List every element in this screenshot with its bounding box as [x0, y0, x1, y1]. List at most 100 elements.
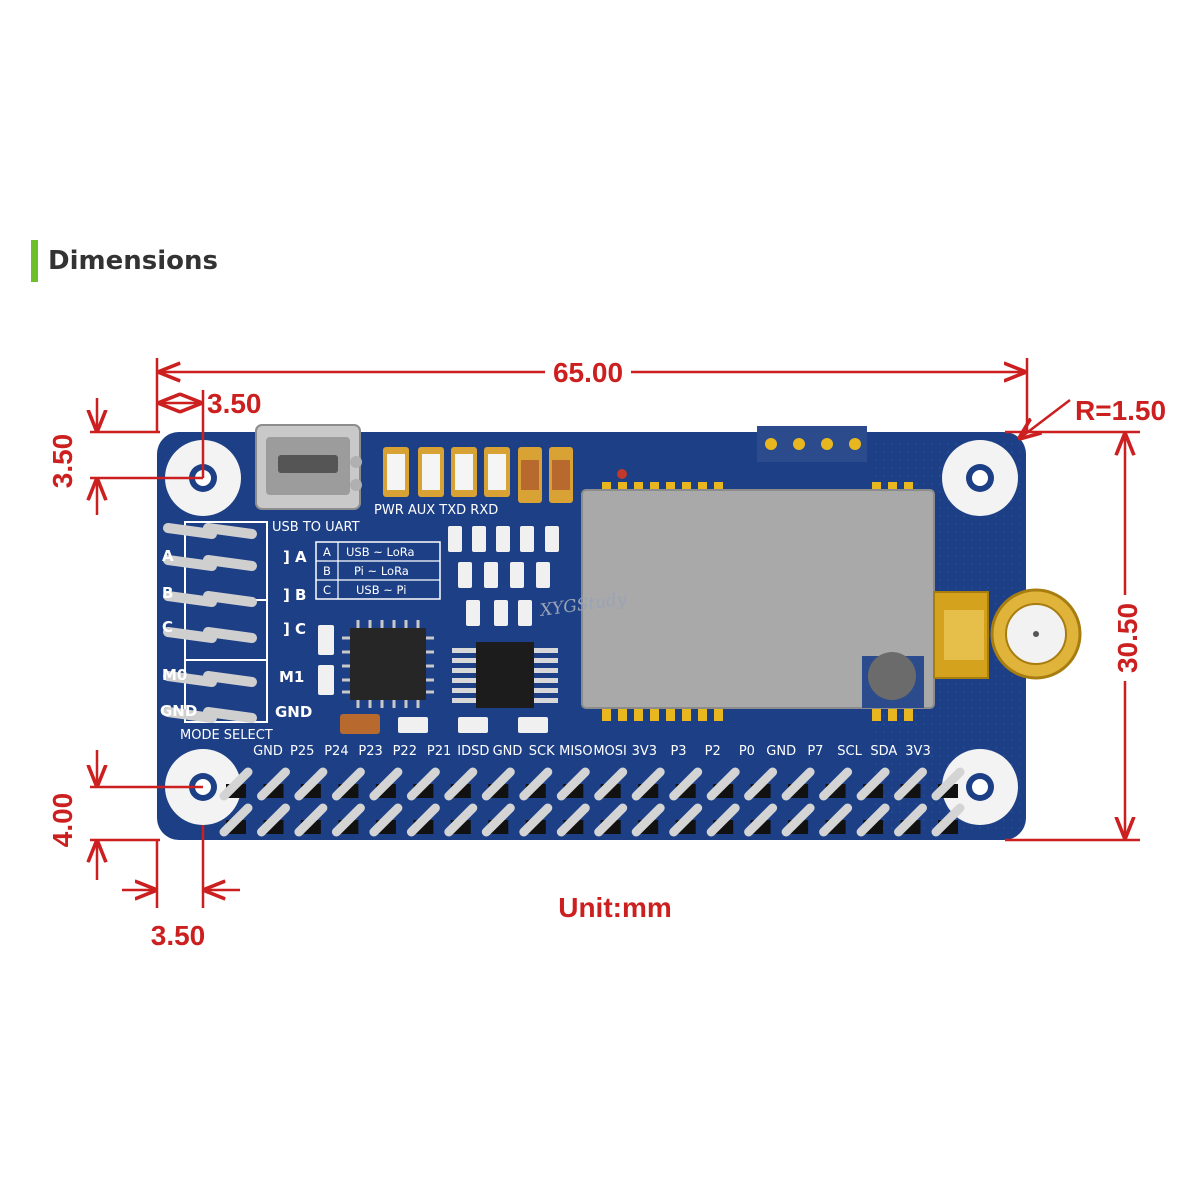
gpio-pin	[444, 803, 478, 837]
gpio-pin	[556, 767, 590, 801]
gpio-pin	[556, 803, 590, 837]
bracket-b: ]	[283, 586, 290, 604]
gpio-label: P3	[670, 744, 686, 759]
mode-bracket-labels: ] A ] B ] C M1 GND	[275, 548, 312, 721]
gpio-label: P0	[739, 744, 755, 759]
top-4pin-header	[757, 426, 867, 462]
capacitors	[518, 447, 573, 503]
hole-offset-top-y: 3.50	[47, 434, 78, 489]
pcb-board: USB TO UART PWR AUX TXD RXD	[157, 424, 1082, 840]
width-value: 65.00	[553, 357, 623, 388]
left-label-c: C	[162, 618, 173, 636]
micro-usb-connector	[255, 424, 362, 510]
mode-table-value-a: USB ~ LoRa	[346, 545, 415, 559]
gpio-label: SCK	[529, 744, 555, 759]
gpio-pin	[444, 767, 478, 801]
gpio-label: GND	[766, 744, 796, 759]
gpio-label: P21	[427, 744, 451, 759]
tantalum-capacitor	[340, 714, 380, 734]
pin-label-a: A	[295, 548, 307, 566]
mode-select-header	[163, 521, 268, 723]
gpio-pin	[856, 803, 890, 837]
gpio-label: P25	[290, 744, 314, 759]
left-label-gnd: GND	[160, 702, 197, 720]
bracket-c: ]	[283, 620, 290, 638]
gpio-label: MISO	[559, 744, 593, 759]
gpio-pin	[257, 767, 290, 801]
gpio-label: MOSI	[593, 744, 627, 759]
gpio-pin	[406, 803, 440, 837]
gpio-label: 3V3	[905, 744, 930, 759]
usb-to-uart-label: USB TO UART	[272, 520, 360, 535]
gpio-pin	[369, 767, 403, 801]
gpio-pin	[519, 803, 553, 837]
gpio-pin	[257, 803, 290, 837]
gpio-label: SDA	[870, 744, 897, 759]
mounting-hole-top-right	[942, 440, 1018, 516]
dimension-text: 65.00 3.50 3.50 4.00 3.50 30.50 R=1.50 U…	[47, 354, 1166, 951]
hole-offset-bottom-y: 4.00	[47, 793, 78, 848]
gpio-pin	[594, 803, 628, 837]
gpio-pin	[894, 803, 927, 837]
gpio-pin	[894, 767, 927, 801]
gpio-label: P24	[324, 744, 348, 759]
left-label-m0: M0	[162, 666, 187, 684]
gpio-pin	[294, 803, 328, 837]
gpio-pin	[856, 767, 890, 801]
gpio-pin	[669, 803, 703, 837]
sop-chip	[452, 642, 558, 708]
height-value: 30.50	[1112, 603, 1143, 673]
gpio-pin	[631, 767, 665, 801]
mode-table-value-b: Pi ~ LoRa	[354, 564, 409, 578]
mode-table-key-c: C	[323, 583, 331, 597]
smd-components	[318, 526, 559, 733]
gpio-pin	[594, 767, 628, 801]
gpio-pin	[331, 803, 365, 837]
gpio-pin	[819, 803, 853, 837]
gpio-pin-header	[219, 767, 965, 837]
left-label-a: A	[162, 547, 174, 565]
gpio-pin	[819, 767, 853, 801]
sma-antenna-connector	[933, 588, 1082, 680]
gpio-pin	[669, 767, 703, 801]
lora-module	[581, 469, 935, 721]
gpio-label: 3V3	[632, 744, 657, 759]
mode-table: A USB ~ LoRa B Pi ~ LoRa C USB ~ Pi	[315, 541, 441, 600]
radius-leader	[1020, 399, 1071, 438]
gpio-pin	[744, 767, 778, 801]
gpio-pin	[706, 767, 740, 801]
gpio-label: IDSD	[457, 744, 489, 759]
gpio-pin	[931, 803, 965, 837]
gpio-label: P7	[807, 744, 823, 759]
unit-label: Unit:mm	[558, 892, 672, 923]
mode-table-key-a: A	[323, 545, 331, 559]
gpio-pin	[481, 767, 515, 801]
gpio-pin	[406, 767, 440, 801]
gpio-pin	[294, 767, 328, 801]
gpio-pin	[519, 767, 553, 801]
hole-offset-top-x: 3.50	[207, 388, 262, 419]
gpio-pin	[481, 803, 515, 837]
mcu-chip	[342, 620, 434, 708]
gpio-pin	[706, 803, 740, 837]
gpio-pin	[781, 767, 815, 801]
led-labels: PWR AUX TXD RXD	[374, 503, 498, 518]
module-crystal	[868, 652, 916, 700]
pin-label-m1: M1	[279, 668, 304, 686]
hole-offset-bottom-x: 3.50	[151, 920, 206, 951]
gpio-label: SCL	[837, 744, 862, 759]
gpio-label: P2	[705, 744, 721, 759]
gpio-pin	[369, 803, 403, 837]
gpio-label: P22	[393, 744, 417, 759]
status-leds	[383, 447, 510, 497]
gpio-pin	[219, 803, 253, 837]
mode-select-label: MODE SELECT	[180, 728, 273, 743]
gpio-pin	[631, 803, 665, 837]
section-title-text: Dimensions	[48, 246, 218, 276]
section-heading: Dimensions	[31, 240, 218, 282]
left-label-b: B	[162, 584, 173, 602]
gpio-label: P23	[358, 744, 382, 759]
mode-table-value-c: USB ~ Pi	[356, 583, 406, 597]
